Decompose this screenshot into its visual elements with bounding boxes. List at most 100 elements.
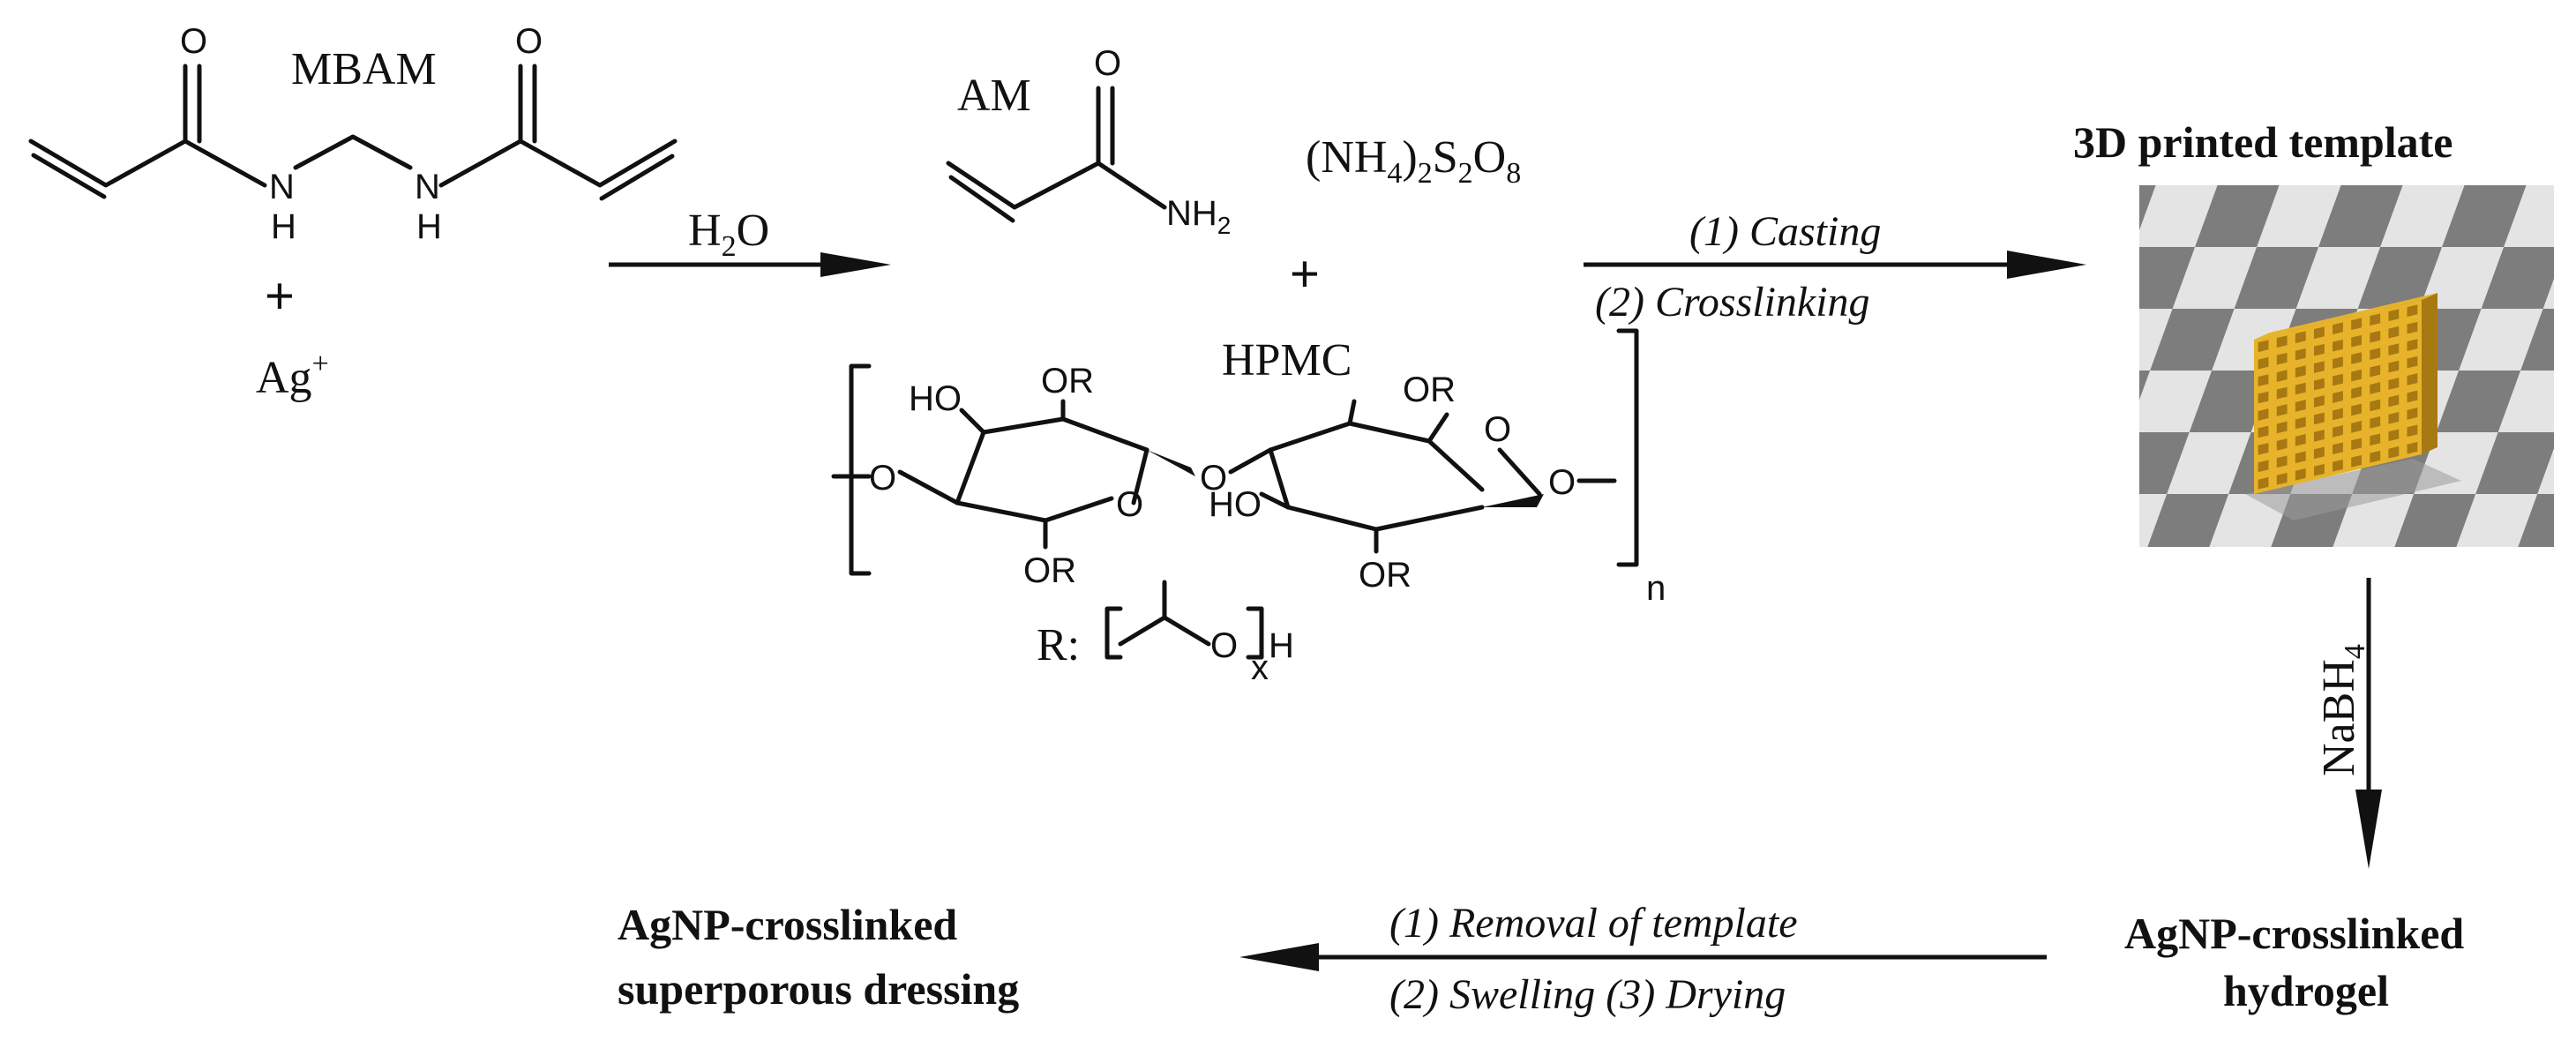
scaffold-pore: [2258, 374, 2269, 386]
swelling-drying-label: (2) Swelling (3) Drying: [1389, 971, 1786, 1018]
template-scaffold: [2254, 293, 2437, 494]
hpmc-label: HPMC: [1222, 335, 1352, 386]
scaffold-pore: [2407, 373, 2418, 386]
mbam-hydrogen-left: H: [271, 207, 296, 246]
scaffold-pore: [2276, 370, 2288, 382]
casting-label: (1) Casting: [1689, 208, 1881, 255]
scaffold-pore: [2370, 433, 2381, 446]
hpmc-end-oxygen-left: O: [869, 459, 896, 498]
scaffold-pore: [2313, 463, 2325, 476]
hpmc-bridge-oxygen: O: [1200, 459, 1227, 498]
scaffold-pore: [2388, 445, 2400, 459]
scaffold-pore: [2333, 356, 2343, 369]
scaffold-pore: [2258, 408, 2269, 421]
scaffold-pore: [2388, 412, 2400, 424]
hpmc-substituent-x: x: [1251, 648, 1269, 687]
am-structure: O NH2 AM: [946, 44, 1231, 239]
water-label: H2O: [688, 206, 769, 263]
scaffold-pore: [2333, 391, 2343, 403]
hydrogel-label-line2: hydrogel: [2223, 966, 2389, 1015]
scaffold-pore: [2351, 352, 2363, 364]
scaffold-pore: [2258, 425, 2269, 438]
scaffold-pore: [2351, 454, 2363, 468]
scaffold-pore: [2333, 408, 2343, 421]
scaffold-pore: [2313, 361, 2325, 373]
hpmc-hydroxyl-left: HO: [909, 379, 962, 418]
hpmc-or-bottom-left: OR: [1023, 551, 1076, 590]
scaffold-pore: [2295, 468, 2306, 481]
hpmc-substituent-prefix: R:: [1037, 620, 1080, 670]
scaffold-pore: [2313, 395, 2325, 408]
mbam-oxygen-left: O: [180, 22, 207, 61]
scaffold-pore: [2276, 386, 2288, 400]
hpmc-substituent-hydrogen: H: [1269, 626, 1294, 665]
hpmc-ring-oxygen-left: O: [1116, 485, 1143, 524]
plus-sign-am-hpmc: +: [1290, 245, 1320, 303]
scaffold-pore: [2407, 390, 2418, 403]
scaffold-pore: [2351, 386, 2363, 399]
am-label: AM: [957, 71, 1031, 121]
am-oxygen: O: [1094, 44, 1121, 83]
scaffold-pore: [2407, 356, 2418, 369]
scaffold-pore: [2370, 364, 2381, 378]
scaffold-pore: [2333, 339, 2343, 352]
scaffold-pore: [2295, 416, 2306, 430]
scaffold-pore: [2295, 365, 2306, 378]
scaffold-pore: [2407, 424, 2418, 438]
scaffold-pore: [2388, 326, 2400, 339]
scaffold-pore: [2407, 304, 2418, 318]
scaffold-top: [2254, 293, 2437, 340]
water-arrow: [609, 252, 891, 277]
scaffold-pore: [2295, 382, 2306, 395]
scaffold-pore: [2258, 476, 2269, 490]
scaffold-pore: [2333, 442, 2343, 455]
hpmc-ring-oxygen-right: O: [1484, 410, 1511, 449]
template-image: [2139, 185, 2554, 547]
scaffold-pore: [2388, 378, 2400, 390]
scaffold-pore: [2388, 429, 2400, 442]
scaffold-pore: [2295, 451, 2306, 464]
scaffold-pore: [2313, 343, 2325, 356]
hpmc-substituent-oxygen: O: [1210, 626, 1238, 665]
scaffold-pore: [2313, 430, 2325, 442]
scaffold-pore: [2258, 356, 2269, 370]
scaffold-pore: [2295, 434, 2306, 446]
scaffold-pore: [2276, 421, 2288, 434]
hpmc-or-bottom-right: OR: [1359, 556, 1412, 595]
scaffold-pore: [2407, 321, 2418, 334]
scaffold-pore: [2333, 425, 2343, 438]
removal-arrow: [1239, 943, 2047, 971]
scaffold-pore: [2407, 339, 2418, 351]
scaffold-pore: [2351, 334, 2363, 348]
scaffold-pore: [2351, 318, 2363, 331]
scaffold-pore: [2333, 322, 2343, 335]
scaffold-pore: [2370, 399, 2381, 412]
hpmc-repeat-n: n: [1646, 569, 1666, 608]
hpmc-structure: HPMC n O O HO OR OR O HO OR OR O: [831, 328, 1666, 687]
scaffold-pore: [2295, 331, 2306, 344]
scaffold-pore: [2370, 330, 2381, 343]
scaffold-pore: [2388, 309, 2400, 322]
removal-label: (1) Removal of template: [1389, 900, 1798, 947]
nabh4-label: NaBH4: [2314, 644, 2371, 776]
scaffold-pore: [2351, 438, 2363, 451]
scaffold-pore: [2276, 404, 2288, 416]
scaffold-pore: [2370, 348, 2381, 360]
scaffold-pore: [2276, 335, 2288, 348]
crosslinking-label: (2) Crosslinking: [1595, 279, 1870, 326]
scaffold-pore: [2333, 373, 2343, 386]
mbam-hydrogen-right: H: [416, 207, 442, 246]
plus-sign-mbam-silver: +: [265, 267, 295, 325]
scaffold-pore: [2351, 403, 2363, 416]
scaffold-pore: [2276, 438, 2288, 451]
scaffold-pore: [2313, 412, 2325, 425]
scaffold-pore: [2370, 416, 2381, 429]
scaffold-side: [2422, 293, 2437, 454]
mbam-nitrogen-right: N: [415, 168, 440, 206]
nabh4-arrow: [2355, 578, 2382, 869]
hpmc-end-oxygen-right: O: [1548, 463, 1576, 502]
ammonium-persulfate-label: (NH4)2S2O8: [1306, 132, 1521, 190]
hpmc-or-top-right: OR: [1403, 371, 1456, 409]
mbam-label: MBAM: [291, 44, 437, 94]
dressing-label-line1: AgNP-crosslinked: [618, 900, 957, 949]
